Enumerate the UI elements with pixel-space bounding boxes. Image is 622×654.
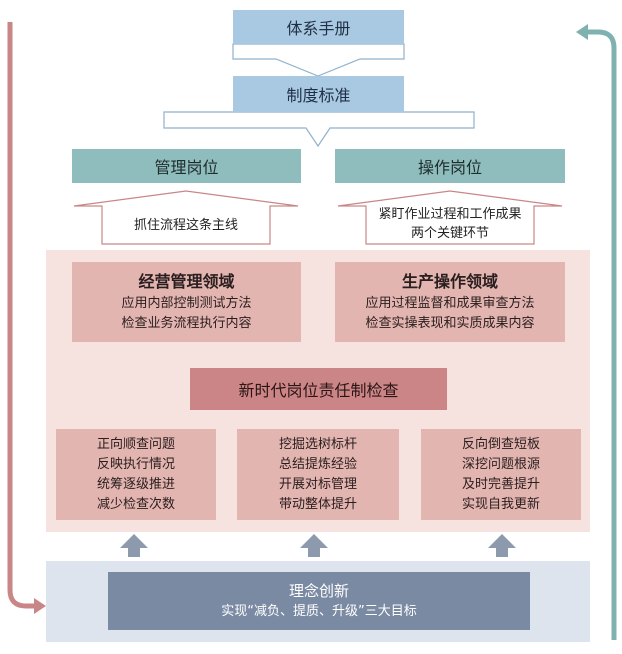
production-domain-title: 生产操作领域 xyxy=(401,272,498,291)
method-box-reverse: 反向倒查短板 深挖问题根源 及时完善提升 实现自我更新 xyxy=(421,429,581,520)
method-line: 挖掘选树标杆 xyxy=(278,436,357,452)
method-line: 减少检查次数 xyxy=(96,496,175,512)
management-domain-line2: 检查业务流程执行内容 xyxy=(121,316,252,331)
method-box-benchmark: 挖掘选树标杆 总结提炼经验 开展对标管理 带动整体提升 xyxy=(237,429,399,520)
method-line: 实现自我更新 xyxy=(461,496,540,512)
production-domain-box: 生产操作领域 应用过程监督和成果审查方法 检查实操表现和实质成果内容 xyxy=(335,262,565,342)
core-check-label: 新时代岗位责任制检查 xyxy=(238,381,399,400)
method-line: 带动整体提升 xyxy=(278,496,357,512)
innovation-title: 理念创新 xyxy=(288,582,349,600)
operation-post-box: 操作岗位 xyxy=(335,149,565,183)
management-post-label: 管理岗位 xyxy=(154,158,219,177)
operation-focus-text-1: 紧盯作业过程和工作成果 xyxy=(378,207,522,222)
method-line: 深挖问题根源 xyxy=(461,456,540,472)
method-line: 总结提炼经验 xyxy=(278,456,357,472)
standard-box: 制度标准 xyxy=(233,76,404,112)
innovation-subtitle: 实现“减负、提质、升级”三大目标 xyxy=(221,604,417,619)
method-line: 及时完善提升 xyxy=(461,476,540,492)
management-post-box: 管理岗位 xyxy=(72,149,301,183)
management-focus-arrow: 抓住流程这条主线 xyxy=(102,206,270,244)
operation-post-label: 操作岗位 xyxy=(417,158,482,177)
innovation-box: 理念创新 实现“减负、提质、升级”三大目标 xyxy=(108,572,530,630)
management-focus-text: 抓住流程这条主线 xyxy=(133,217,238,233)
system-manual-label: 体系手册 xyxy=(286,19,351,38)
standard-label: 制度标准 xyxy=(286,86,351,105)
method-line: 反映执行情况 xyxy=(96,456,175,472)
operation-focus-arrow: 紧盯作业过程和工作成果 两个关键环节 xyxy=(366,204,534,244)
core-check-box: 新时代岗位责任制检查 xyxy=(190,368,447,410)
management-domain-line1: 应用内部控制测试方法 xyxy=(121,296,252,311)
method-line: 开展对标管理 xyxy=(278,476,357,492)
operation-focus-text-2: 两个关键环节 xyxy=(410,226,489,241)
method-line: 反向倒查短板 xyxy=(461,436,540,452)
production-domain-line1: 应用过程监督和成果审查方法 xyxy=(365,296,535,311)
system-manual-box: 体系手册 xyxy=(233,10,404,44)
method-line: 正向顺查问题 xyxy=(96,436,175,452)
management-domain-title: 经营管理领域 xyxy=(138,272,235,291)
production-domain-line2: 检查实操表现和实质成果内容 xyxy=(365,316,535,331)
method-box-forward: 正向顺查问题 反映执行情况 统筹逐级推进 减少检查次数 xyxy=(56,429,216,520)
method-line: 统筹逐级推进 xyxy=(96,476,175,492)
management-domain-box: 经营管理领域 应用内部控制测试方法 检查业务流程执行内容 xyxy=(72,262,301,342)
